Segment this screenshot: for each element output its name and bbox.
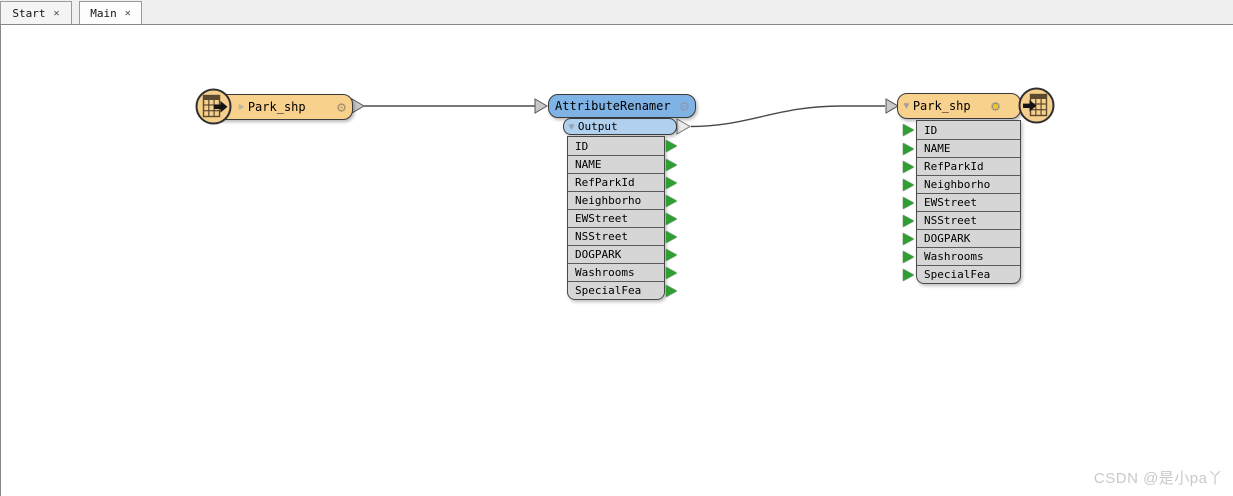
attribute-port-icon (903, 124, 914, 136)
output-port-label: Output (577, 120, 618, 133)
attribute-label: DOGPARK (575, 248, 622, 261)
attribute-label: ID (575, 139, 589, 153)
workflow-canvas[interactable]: ▶ Park_shp ⚙ AttributeRenamer ⚙ ▼ Output… (0, 24, 1233, 496)
connections-layer (351, 98, 899, 135)
attribute-row-nsstreet[interactable]: NSStreet (568, 227, 677, 245)
attribute-row-dogpark[interactable]: DOGPARK (903, 229, 1020, 247)
attribute-row-washrooms[interactable]: Washrooms (568, 263, 677, 281)
transformer-node-label: AttributeRenamer (555, 99, 671, 113)
attribute-row-dogpark[interactable]: DOGPARK (568, 245, 677, 263)
collapse-arrow-icon[interactable]: ▼ (569, 121, 574, 131)
collapse-arrow-icon[interactable]: ▶ (239, 102, 244, 111)
attribute-label: Neighborho (575, 194, 642, 207)
attribute-port-icon (666, 194, 677, 207)
watermark-text: CSDN @是小pa丫 (1093, 470, 1223, 487)
attribute-label: SpecialFea (575, 284, 642, 297)
reader-node-label: Park_shp (247, 100, 306, 114)
attribute-port-icon (903, 160, 914, 173)
attribute-port-icon (666, 140, 677, 152)
attribute-label: ID (924, 123, 938, 137)
attribute-label: Neighborho (924, 178, 991, 191)
close-icon[interactable]: ✕ (53, 7, 60, 19)
attribute-port-icon (903, 232, 914, 245)
attribute-label: SpecialFea (924, 268, 991, 281)
reader-output-port-arrow[interactable] (351, 98, 365, 114)
gear-icon[interactable]: ⚙ (679, 96, 689, 115)
attribute-port-icon (903, 142, 914, 155)
attribute-row-washrooms[interactable]: Washrooms (903, 247, 1020, 265)
tab-main[interactable]: Main ✕ (79, 1, 142, 24)
tab-start-label: Start (12, 6, 46, 20)
attribute-label: NAME (924, 142, 951, 155)
gear-active-dot (992, 103, 998, 109)
attribute-label: DOGPARK (924, 232, 971, 245)
attribute-label: Washrooms (575, 266, 635, 279)
attribute-label: EWStreet (575, 212, 628, 225)
attribute-port-icon (903, 250, 914, 263)
attribute-port-icon (903, 214, 914, 227)
reader-table-icon[interactable] (195, 88, 232, 125)
tab-bar: Start ✕ Main ✕ (0, 0, 1233, 24)
attribute-port-icon (666, 230, 677, 243)
attribute-label: NSStreet (575, 230, 628, 243)
close-icon[interactable]: ✕ (124, 7, 131, 19)
tab-main-label: Main (90, 6, 117, 20)
attribute-row-nsstreet[interactable]: NSStreet (903, 211, 1020, 229)
collapse-arrow-icon[interactable]: ▼ (904, 101, 909, 110)
attribute-port-icon (666, 266, 677, 279)
writer-node[interactable]: ▼ Park_shp ⚙ (897, 93, 1021, 119)
transformer-input-port-arrow[interactable] (534, 98, 548, 114)
attribute-row-ewstreet[interactable]: EWStreet (903, 193, 1020, 211)
attribute-row-specialfea[interactable]: SpecialFea (568, 281, 677, 299)
attribute-label: Washrooms (924, 250, 984, 263)
attribute-port-icon (903, 268, 914, 281)
attribute-port-icon (666, 176, 677, 189)
attribute-row-refparkid[interactable]: RefParkId (903, 157, 1020, 175)
attribute-label: NSStreet (924, 214, 977, 227)
gear-icon[interactable]: ⚙ (336, 97, 346, 116)
writer-node-label: Park_shp (912, 99, 971, 113)
attribute-port-icon (666, 284, 677, 297)
attribute-row-id[interactable]: ID (903, 121, 1020, 139)
attribute-row-ewstreet[interactable]: EWStreet (568, 209, 677, 227)
attribute-port-icon (666, 158, 677, 171)
attribute-label: RefParkId (924, 160, 984, 173)
writer-input-port-arrow[interactable] (885, 98, 899, 114)
attribute-row-id[interactable]: ID (568, 137, 677, 155)
transformer-output-port[interactable]: ▼ Output (563, 118, 677, 135)
attribute-port-icon (903, 178, 914, 191)
writer-table-icon[interactable] (1018, 87, 1055, 124)
attribute-port-icon (666, 248, 677, 261)
attribute-label: RefParkId (575, 176, 635, 189)
attribute-row-refparkid[interactable]: RefParkId (568, 173, 677, 191)
output-port-arrow[interactable] (676, 118, 692, 135)
tab-start[interactable]: Start ✕ (0, 1, 72, 24)
attribute-port-icon (903, 196, 914, 209)
attribute-row-neighborho[interactable]: Neighborho (568, 191, 677, 209)
connection-output-to-writer[interactable] (690, 105, 885, 128)
attribute-row-neighborho[interactable]: Neighborho (903, 175, 1020, 193)
attribute-port-icon (666, 212, 677, 225)
reader-node[interactable]: ▶ Park_shp ⚙ (210, 94, 353, 120)
attribute-label: NAME (575, 158, 602, 171)
gear-icon[interactable]: ⚙ (991, 98, 1000, 114)
transformer-node[interactable]: AttributeRenamer ⚙ (548, 94, 696, 118)
attribute-row-name[interactable]: NAME (903, 139, 1020, 157)
attribute-row-specialfea[interactable]: SpecialFea (903, 265, 1020, 283)
attribute-label: EWStreet (924, 196, 977, 209)
attribute-row-name[interactable]: NAME (568, 155, 677, 173)
